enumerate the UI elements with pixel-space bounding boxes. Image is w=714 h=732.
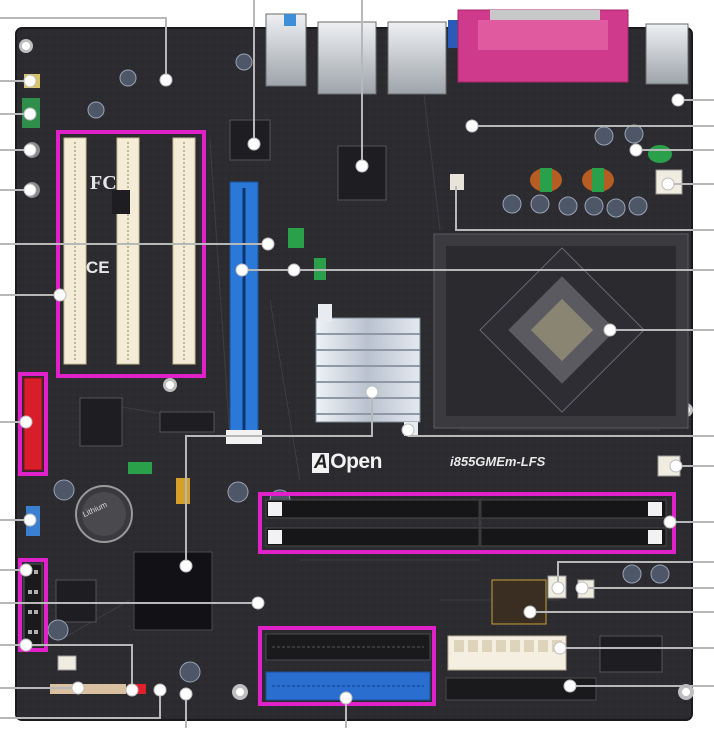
dimm-slots: [265, 499, 667, 547]
fc-mark: FC: [90, 172, 117, 194]
brand-logo-mark: A: [312, 452, 330, 473]
brand-name: Open: [330, 450, 382, 473]
model-name: i855GMEm-LFS: [450, 454, 546, 469]
atx-power: [447, 635, 567, 671]
agp-slot: [226, 181, 262, 444]
highlight-pci: [56, 130, 206, 378]
northbridge-heatsink: [315, 304, 421, 436]
cmos-battery: [75, 485, 133, 543]
chips: [55, 119, 663, 673]
highlight-front-panel: [18, 558, 48, 652]
callout-dots: [19, 73, 685, 705]
floppy-connector: [445, 677, 597, 701]
capacitors: [47, 53, 670, 683]
rear-io-panel: [265, 9, 689, 95]
ce-mark: CE: [86, 258, 110, 277]
inductors: [128, 145, 672, 504]
pci-slots: [63, 137, 196, 365]
